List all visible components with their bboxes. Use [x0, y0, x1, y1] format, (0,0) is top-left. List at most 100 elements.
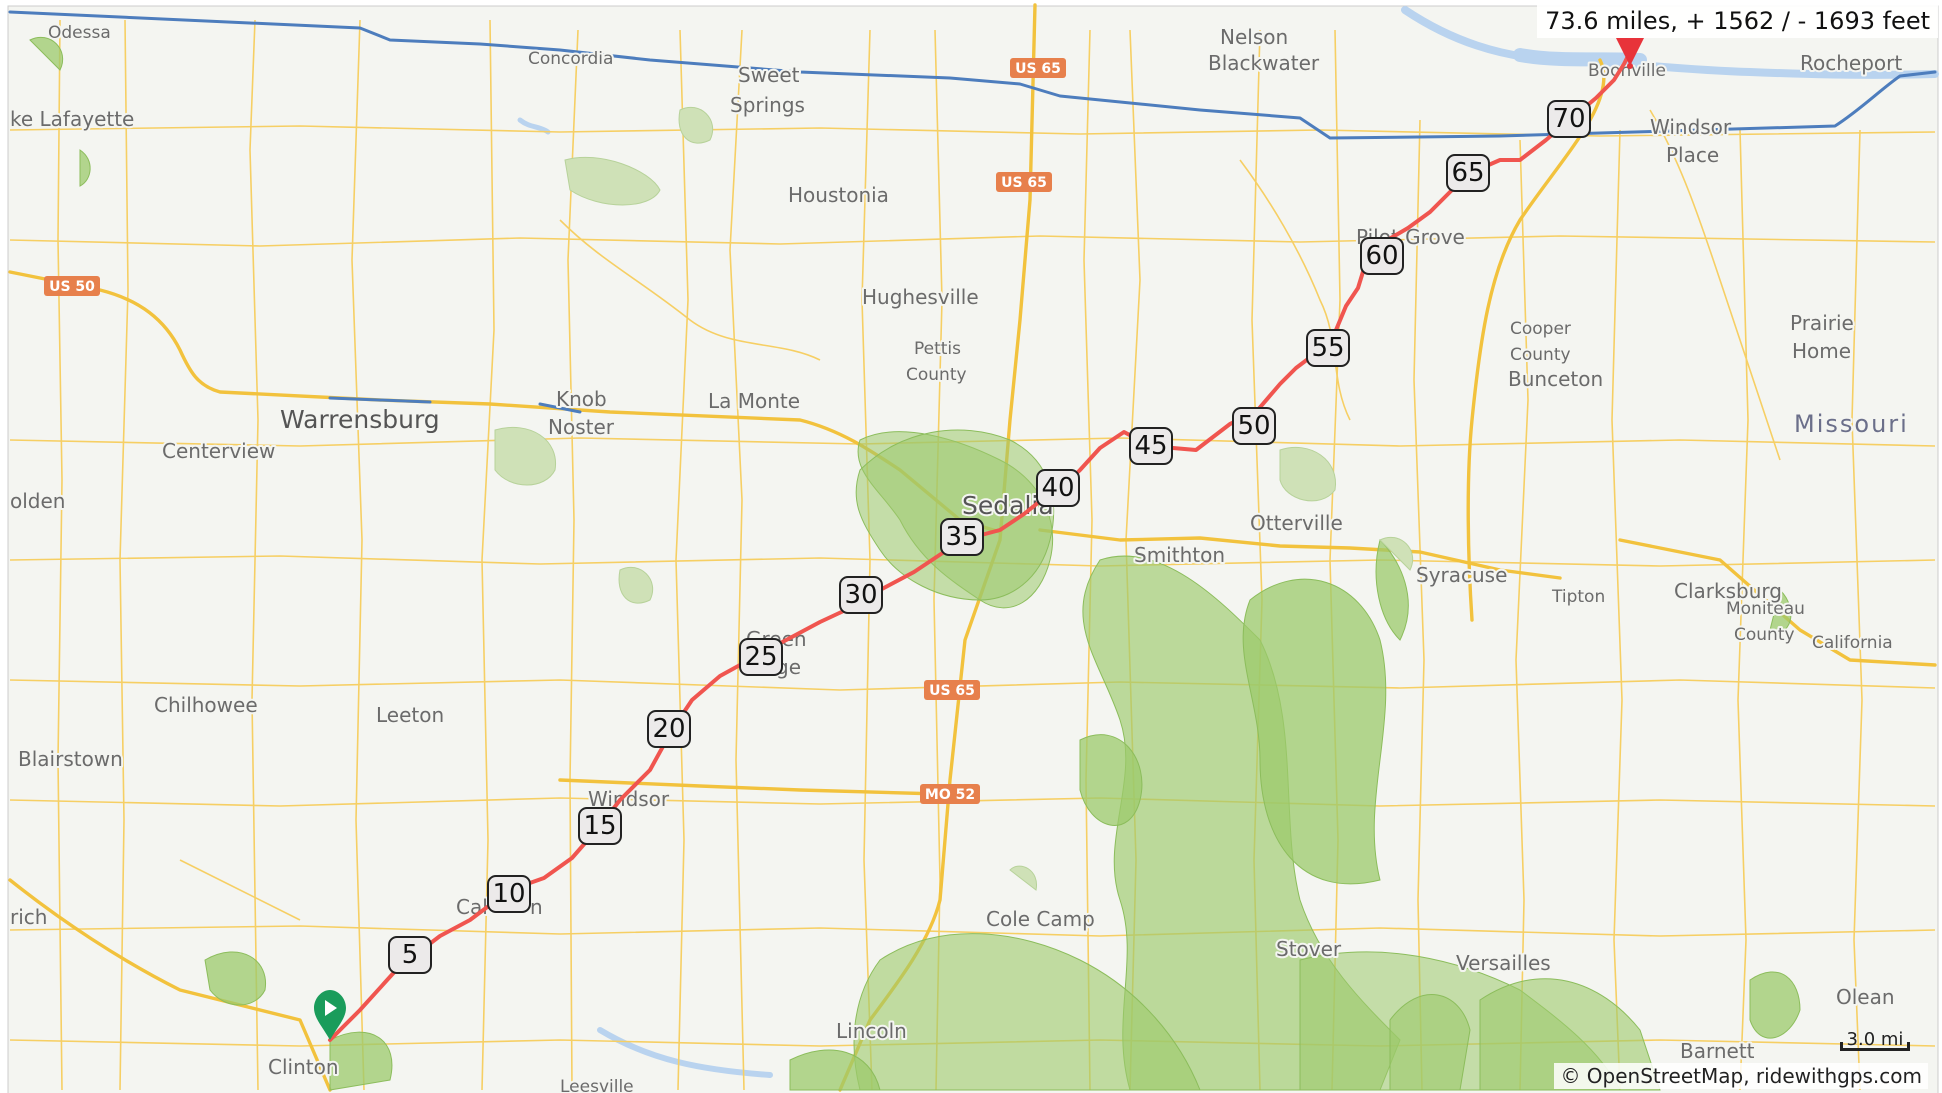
- place-label: Moniteau: [1726, 599, 1805, 619]
- route-start-marker[interactable]: [314, 990, 346, 1040]
- mile-marker: 60: [1360, 237, 1404, 275]
- svg-text:MO 52: MO 52: [925, 787, 975, 803]
- place-label: Leeton: [376, 703, 444, 727]
- svg-text:30: 30: [844, 580, 877, 610]
- place-label: Springs: [730, 93, 805, 117]
- place-label: Nelson: [1220, 25, 1288, 49]
- mile-marker: 20: [647, 710, 691, 748]
- map-attribution[interactable]: © OpenStreetMap, ridewithgps.com: [1554, 1063, 1928, 1089]
- svg-text:55: 55: [1311, 333, 1344, 363]
- place-label: Rocheport: [1800, 51, 1902, 75]
- svg-text:US 65: US 65: [1015, 61, 1061, 77]
- highway-shield: MO 52: [920, 784, 980, 804]
- place-label: County: [1510, 345, 1571, 365]
- mile-marker: 30: [839, 576, 883, 614]
- svg-text:15: 15: [583, 811, 616, 841]
- route-end-marker[interactable]: [1616, 38, 1644, 69]
- place-label: Centerview: [162, 439, 275, 463]
- place-label: Warrensburg: [280, 405, 440, 434]
- place-label: Barnett: [1680, 1039, 1755, 1063]
- svg-text:5: 5: [402, 940, 419, 970]
- scale-label: 3.0 mi: [1846, 1029, 1904, 1050]
- mile-marker: 55: [1306, 329, 1350, 367]
- place-label: Cal: [456, 895, 488, 919]
- svg-text:20: 20: [652, 714, 685, 744]
- place-label: Olean: [1836, 985, 1895, 1009]
- railways: [8, 10, 1937, 414]
- place-label: Odessa: [48, 23, 111, 43]
- place-label: Cooper: [1510, 319, 1571, 339]
- svg-text:45: 45: [1134, 431, 1167, 461]
- place-label: Lincoln: [836, 1019, 907, 1043]
- place-label: Concordia: [528, 49, 613, 69]
- route-stats: 73.6 miles, + 1562 / - 1693 feet: [1537, 4, 1938, 38]
- place-label: Clinton: [268, 1055, 339, 1079]
- play-icon: [325, 1000, 337, 1016]
- place-label: Houstonia: [788, 183, 889, 207]
- place-label: Leesville: [560, 1077, 634, 1093]
- svg-text:40: 40: [1041, 473, 1074, 503]
- svg-text:50: 50: [1237, 411, 1270, 441]
- place-label: Otterville: [1250, 511, 1343, 535]
- place-label: olden: [10, 489, 65, 513]
- mile-marker: 35: [940, 518, 984, 556]
- scale-bar: 3.0 mi: [1840, 1029, 1910, 1053]
- place-label: Noster: [548, 415, 615, 439]
- highway-shield: US 65: [924, 680, 980, 700]
- svg-text:US 65: US 65: [929, 683, 975, 699]
- place-label: California: [1812, 633, 1893, 653]
- place-label: n: [530, 895, 543, 919]
- svg-text:35: 35: [945, 522, 978, 552]
- place-label: Missouri: [1794, 410, 1909, 438]
- place-label: Tipton: [1551, 587, 1605, 607]
- place-label: Windsor: [1650, 115, 1732, 139]
- place-label: Prairie: [1790, 311, 1854, 335]
- place-label: County: [1734, 625, 1795, 645]
- mile-marker: 45: [1129, 427, 1173, 465]
- place-label: Blairstown: [18, 747, 123, 771]
- place-label: County: [906, 365, 967, 385]
- highway-shield: US 65: [996, 172, 1052, 192]
- place-label: Blackwater: [1208, 51, 1320, 75]
- place-label: Place: [1666, 143, 1719, 167]
- place-label: Syracuse: [1416, 563, 1507, 587]
- mile-marker: 50: [1232, 407, 1276, 445]
- svg-text:US 65: US 65: [1001, 175, 1047, 191]
- mile-markers: 5 10 15 20 25 30 35 40 45 50 55 60 65 70: [388, 100, 1591, 974]
- place-label: Clarksburg: [1674, 579, 1782, 603]
- place-label: Pettis: [914, 339, 961, 359]
- place-label: rich: [10, 905, 47, 929]
- sedalia-urban: [855, 429, 1055, 601]
- place-label: Chilhowee: [154, 693, 258, 717]
- mile-marker: 65: [1446, 154, 1490, 192]
- place-label: Knob: [556, 387, 607, 411]
- scale-line: [1840, 1042, 1910, 1051]
- place-label: Hughesville: [862, 285, 979, 309]
- svg-text:US 50: US 50: [49, 279, 95, 295]
- svg-text:65: 65: [1451, 158, 1484, 188]
- park-areas: [494, 106, 1414, 891]
- place-label: Versailles: [1456, 951, 1551, 975]
- svg-text:10: 10: [492, 879, 525, 909]
- svg-text:60: 60: [1365, 241, 1398, 271]
- place-label: La Monte: [708, 389, 800, 413]
- place-labels: Odessa Concordia Sweet Springs Nelson Bl…: [8, 21, 1909, 1093]
- mile-marker: 15: [578, 807, 622, 845]
- place-label: Smithton: [1134, 543, 1225, 567]
- svg-text:70: 70: [1552, 104, 1585, 134]
- highway-shield: US 50: [44, 276, 100, 296]
- place-label: Cole Camp: [986, 907, 1095, 931]
- place-label: Home: [1792, 339, 1851, 363]
- place-label: Stover: [1276, 937, 1342, 961]
- highway-shields: US 65 US 65 US 50 US 65 MO 52: [44, 58, 1066, 804]
- place-label: Bunceton: [1508, 367, 1603, 391]
- mile-marker: 25: [739, 638, 783, 676]
- mile-marker: 5: [388, 936, 432, 974]
- mile-marker: 70: [1547, 100, 1591, 138]
- svg-text:25: 25: [744, 642, 777, 672]
- highway-shield: US 65: [1010, 58, 1066, 78]
- mile-marker: 40: [1036, 469, 1080, 507]
- place-label: Boonville: [1588, 61, 1666, 81]
